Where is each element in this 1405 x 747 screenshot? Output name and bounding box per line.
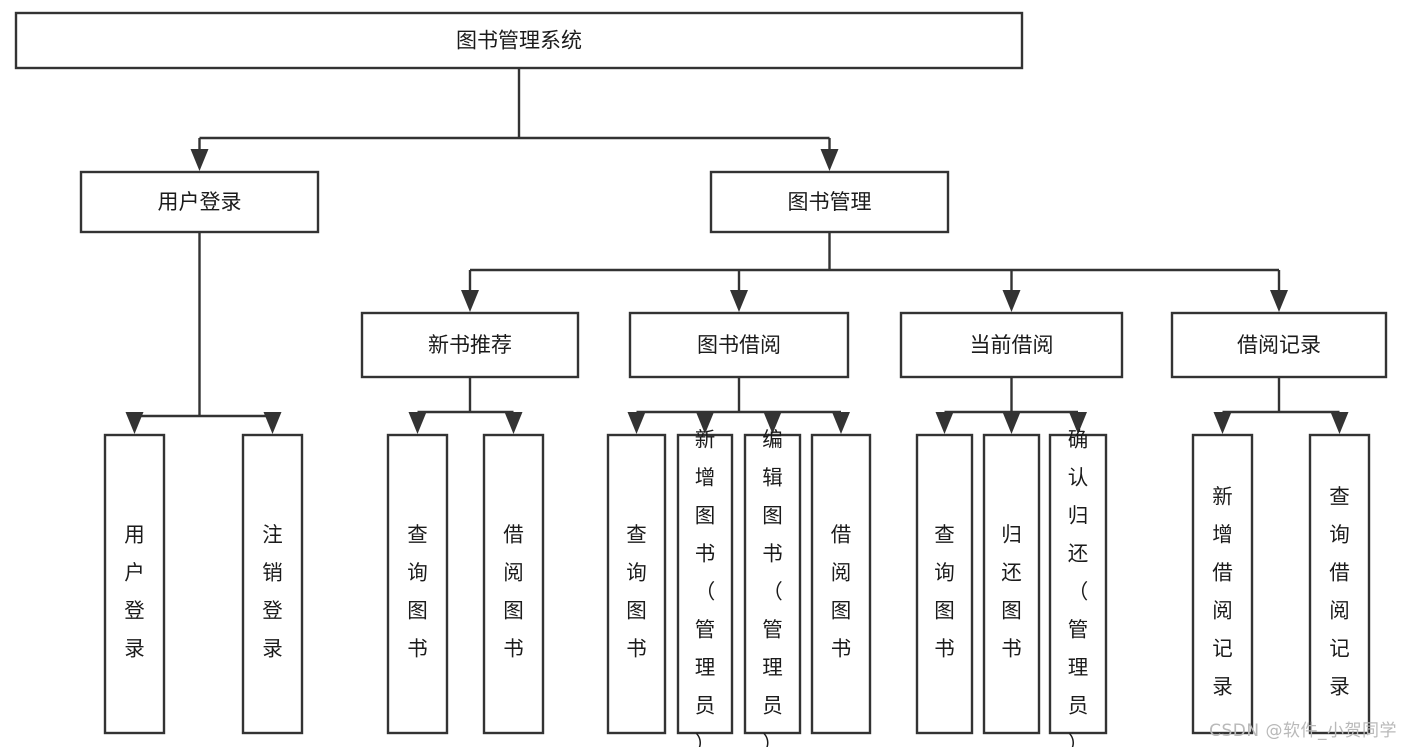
node-box-l3_b[interactable]	[628, 311, 850, 379]
node-l3_c[interactable]: 当前借阅	[899, 311, 1124, 379]
node-box-leaf_4[interactable]	[482, 433, 545, 735]
node-label-leaf_8: 借阅图书	[831, 522, 852, 660]
node-label-leaf_4: 借阅图书	[503, 522, 524, 660]
node-box-l3_d[interactable]	[1170, 311, 1388, 379]
node-leaf_9[interactable]: 查询图书	[915, 433, 974, 735]
node-label-leaf_11: 确认归还（管理员）	[1068, 427, 1089, 747]
node-l3_d[interactable]: 借阅记录	[1170, 311, 1388, 379]
node-box-leaf_6[interactable]	[676, 433, 734, 735]
node-root[interactable]: 图书管理系统	[14, 11, 1024, 70]
node-leaf_13[interactable]: 查询借阅记录	[1308, 433, 1371, 735]
node-box-leaf_2[interactable]	[241, 433, 304, 735]
node-label-l3_b: 图书借阅	[697, 333, 781, 357]
edge-group-l3_a	[408, 377, 523, 434]
node-leaf_7[interactable]: 编辑图书（管理员）	[743, 427, 802, 747]
node-leaf_1[interactable]: 用户登录	[103, 433, 166, 735]
node-label-root: 图书管理系统	[456, 29, 582, 53]
edge-group-l2_b	[461, 232, 1288, 312]
node-box-leaf_13[interactable]	[1308, 433, 1371, 735]
edge-group-l3_d	[1213, 377, 1349, 434]
node-box-leaf_10[interactable]	[982, 433, 1041, 735]
node-label-leaf_1: 用户登录	[124, 522, 145, 660]
node-label-leaf_6: 新增图书（管理员）	[695, 427, 716, 747]
node-label-l3_a: 新书推荐	[428, 333, 512, 357]
node-box-leaf_7[interactable]	[743, 433, 802, 735]
edge-group-l3_b	[627, 377, 850, 434]
node-label-l3_d: 借阅记录	[1237, 333, 1321, 357]
node-l2_b[interactable]: 图书管理	[709, 170, 950, 234]
node-label-l2_a: 用户登录	[158, 190, 242, 214]
node-leaf_4[interactable]: 借阅图书	[482, 433, 545, 735]
node-box-l3_c[interactable]	[899, 311, 1124, 379]
node-label-leaf_7: 编辑图书（管理员）	[762, 427, 783, 747]
node-leaf_3[interactable]: 查询图书	[386, 433, 449, 735]
node-box-l3_a[interactable]	[360, 311, 580, 379]
node-label-leaf_5: 查询图书	[626, 522, 647, 660]
node-box-l2_a[interactable]	[79, 170, 320, 234]
node-box-leaf_8[interactable]	[810, 433, 872, 735]
node-box-leaf_12[interactable]	[1191, 433, 1254, 735]
node-box-leaf_1[interactable]	[103, 433, 166, 735]
csdn-watermark: CSDN @软件_小贺同学	[1209, 721, 1397, 741]
edge-group-root	[190, 68, 839, 171]
node-l3_b[interactable]: 图书借阅	[628, 311, 850, 379]
edges-layer	[125, 68, 1349, 434]
node-l3_a[interactable]: 新书推荐	[360, 311, 580, 379]
node-box-leaf_3[interactable]	[386, 433, 449, 735]
node-leaf_10[interactable]: 归还图书	[982, 433, 1041, 735]
node-label-leaf_13: 查询借阅记录	[1329, 484, 1350, 698]
node-l2_a[interactable]: 用户登录	[79, 170, 320, 234]
node-leaf_6[interactable]: 新增图书（管理员）	[676, 427, 734, 747]
node-label-l2_b: 图书管理	[788, 190, 872, 214]
node-box-root[interactable]	[14, 11, 1024, 70]
node-box-leaf_11[interactable]	[1048, 433, 1108, 735]
node-leaf_8[interactable]: 借阅图书	[810, 433, 872, 735]
node-label-leaf_12: 新增借阅记录	[1212, 484, 1233, 698]
node-box-l2_b[interactable]	[709, 170, 950, 234]
node-leaf_12[interactable]: 新增借阅记录	[1191, 433, 1254, 735]
node-leaf_11[interactable]: 确认归还（管理员）	[1048, 427, 1108, 747]
edge-group-l2_a	[125, 232, 282, 434]
node-box-leaf_9[interactable]	[915, 433, 974, 735]
node-box-leaf_5[interactable]	[606, 433, 667, 735]
node-label-leaf_3: 查询图书	[407, 522, 428, 660]
node-label-leaf_10: 归还图书	[1001, 522, 1022, 660]
node-leaf_2[interactable]: 注销登录	[241, 433, 304, 735]
node-label-l3_c: 当前借阅	[970, 333, 1054, 357]
node-label-leaf_9: 查询图书	[934, 522, 955, 660]
node-leaf_5[interactable]: 查询图书	[606, 433, 667, 735]
node-label-leaf_2: 注销登录	[262, 522, 283, 660]
nodes-layer: 图书管理系统用户登录图书管理新书推荐图书借阅当前借阅借阅记录用户登录注销登录查询…	[14, 11, 1388, 747]
edge-group-l3_c	[935, 377, 1087, 434]
